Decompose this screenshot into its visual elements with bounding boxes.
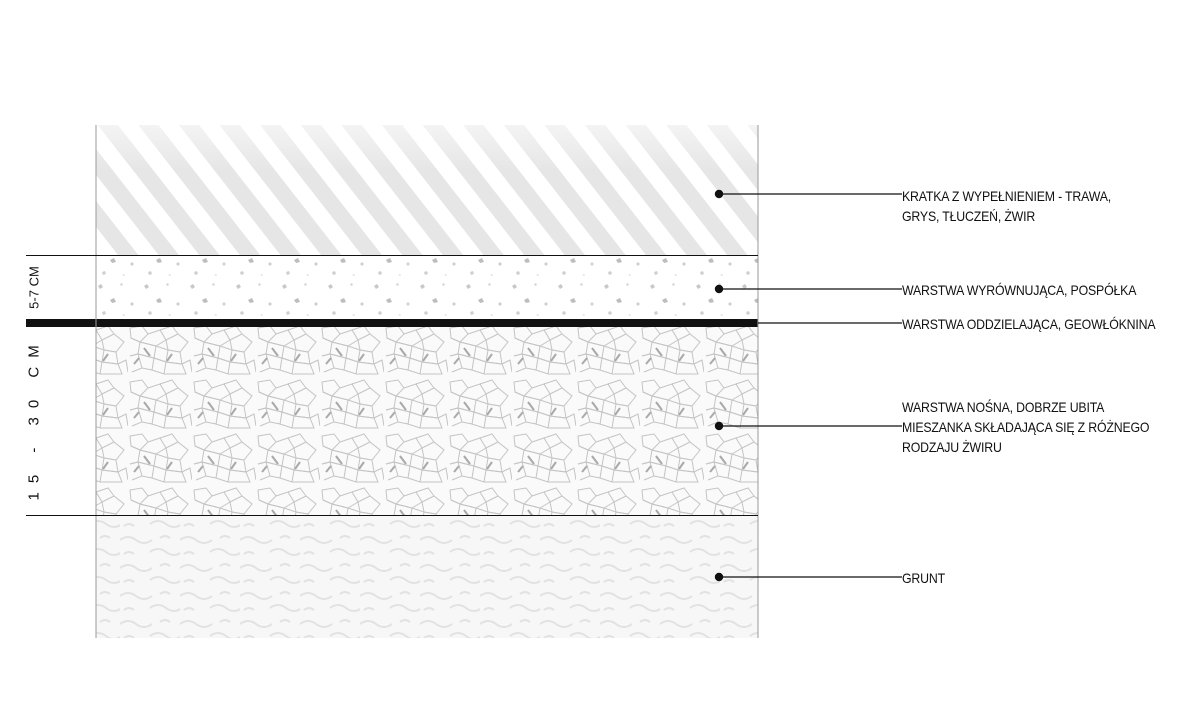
label-grunt-line-1: GRUNT — [902, 570, 945, 586]
label-nosna-line-1: WARSTWA NOŚNA, DOBRZE UBITA — [902, 399, 1105, 415]
layer-grunt — [96, 516, 758, 638]
section-outlines — [26, 125, 759, 638]
label-kratka: KRATKA Z WYPEŁNIENIEM - TRAWA, GRYS, TŁU… — [902, 186, 1111, 226]
label-nosna: WARSTWA NOŚNA, DOBRZE UBITA MIESZANKA SK… — [902, 397, 1150, 457]
label-wyrownujaca-line-1: WARSTWA WYRÓWNUJĄCA, POSPÓŁKA — [902, 282, 1137, 298]
layer-geowloknina-band — [26, 319, 758, 327]
label-grunt: GRUNT — [902, 568, 945, 588]
label-wyrownujaca: WARSTWA WYRÓWNUJĄCA, POSPÓŁKA — [902, 280, 1136, 300]
leader-kratka — [714, 189, 902, 199]
leader-wyrownujaca — [714, 284, 902, 294]
label-nosna-line-3: RODZAJU ŻWIRU — [902, 439, 1002, 455]
leader-nosna — [714, 421, 902, 431]
leader-lines — [714, 189, 902, 582]
leader-grunt — [714, 572, 902, 582]
layer-wyrownujaca — [96, 256, 758, 319]
layer-kratka — [96, 125, 758, 255]
label-kratka-line-1: KRATKA Z WYPEŁNIENIEM - TRAWA, — [902, 188, 1111, 204]
label-oddzielajaca: WARSTWA ODDZIELAJĄCA, GEOWŁÓKNINA — [902, 314, 1156, 334]
dimension-bottom-label: 15 - 30 CM — [25, 336, 43, 501]
label-kratka-line-2: GRYS, TŁUCZEŃ, ŻWIR — [902, 208, 1036, 224]
dimension-top-label: 5-7 CM — [26, 266, 42, 309]
layer-nosna — [96, 327, 758, 515]
label-oddzielajaca-line-1: WARSTWA ODDZIELAJĄCA, GEOWŁÓKNINA — [902, 316, 1156, 332]
label-nosna-line-2: MIESZANKA SKŁADAJĄCA SIĘ Z RÓŻNEGO — [902, 419, 1150, 435]
